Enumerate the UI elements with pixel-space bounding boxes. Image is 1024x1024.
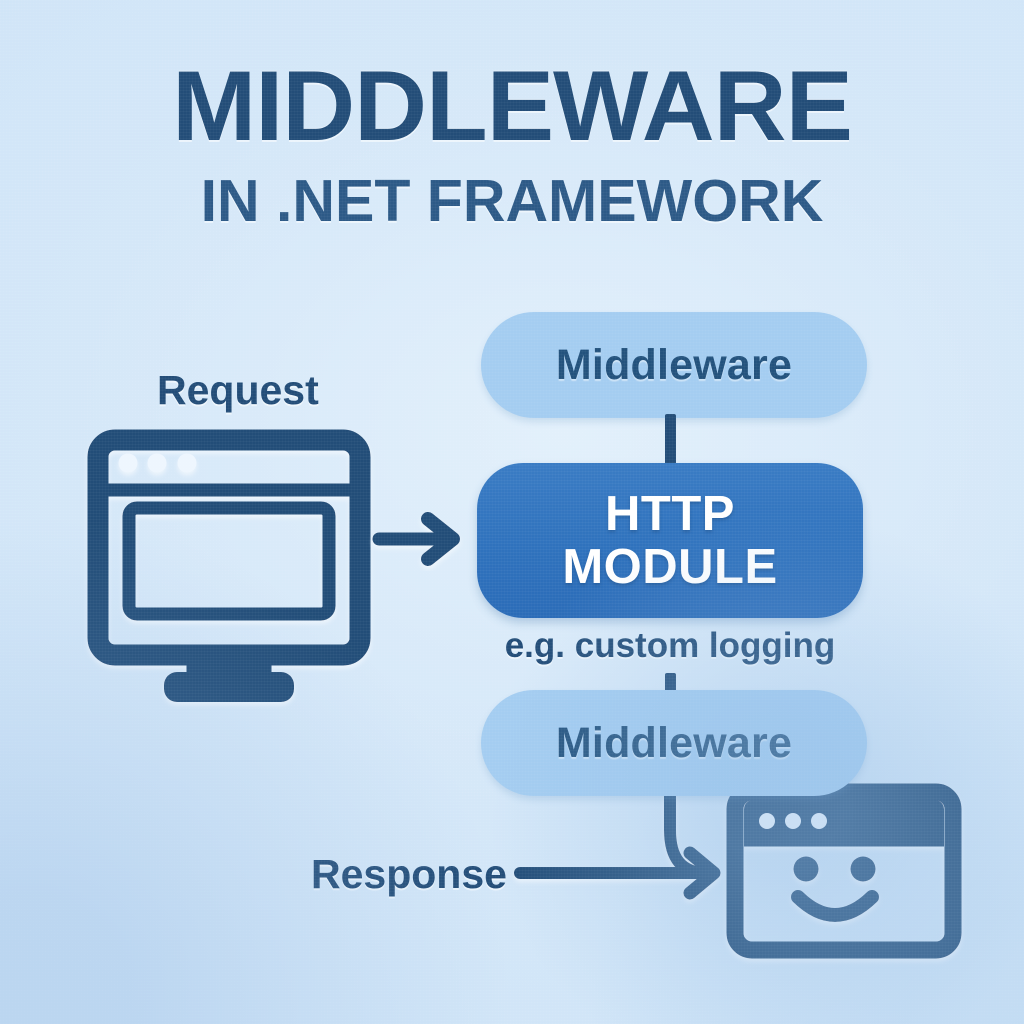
arrow-right-curved-icon	[514, 783, 721, 900]
page-title: MIDDLEWARE	[172, 50, 853, 161]
node-middleware-bottom-label: Middleware	[555, 718, 793, 767]
edge-label-request: Request	[157, 367, 319, 413]
connector-http-module-to-bottom-middleware	[665, 673, 676, 697]
arrow-right-icon	[372, 512, 460, 566]
monitor-window-icon	[87, 429, 371, 702]
connector-top-middleware-to-http-module	[665, 414, 676, 468]
node-middleware-bottom[interactable]: Middleware	[481, 690, 867, 796]
node-middleware-top[interactable]: Middleware	[481, 312, 867, 418]
browser-smiley-icon	[726, 783, 962, 959]
node-middleware-top-label: Middleware	[555, 340, 793, 389]
node-http-module-line1: HTTP	[605, 486, 735, 541]
page-subtitle: IN .NET FRAMEWORK	[200, 168, 824, 234]
node-http-module-line2: MODULE	[562, 539, 778, 594]
http-module-caption: e.g. custom logging	[504, 626, 836, 665]
edge-label-response: Response	[311, 851, 507, 897]
node-http-module[interactable]: HTTP MODULE	[477, 463, 863, 618]
